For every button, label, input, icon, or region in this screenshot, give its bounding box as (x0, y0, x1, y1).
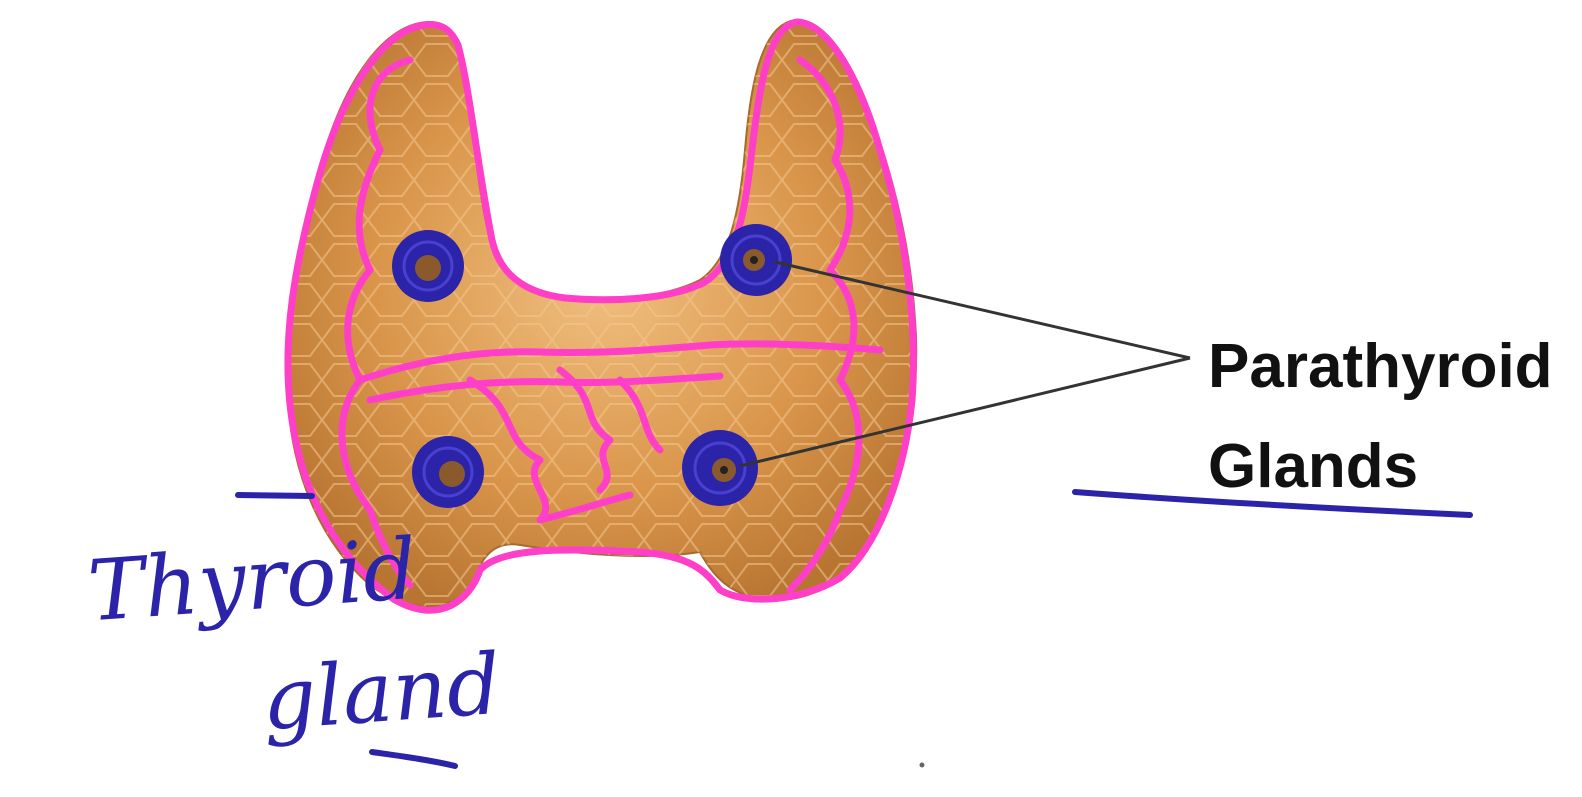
label-glands: Glands (1208, 436, 1418, 498)
parathyroid-gland-lower-left (412, 436, 484, 508)
underline-gland (372, 752, 455, 766)
thyroid-gland (287, 20, 917, 607)
parathyroid-gland-lower-right (682, 430, 758, 506)
label-parathyroid: Parathyroid (1208, 336, 1553, 398)
underline-thyroid-stub (238, 495, 312, 496)
label-gland: gland (259, 642, 503, 742)
label-thyroid: Thyroid (85, 527, 419, 634)
parathyroid-gland-upper-left (392, 230, 464, 302)
ink-dot (920, 763, 925, 768)
parathyroid-gland-upper-right (720, 224, 792, 296)
